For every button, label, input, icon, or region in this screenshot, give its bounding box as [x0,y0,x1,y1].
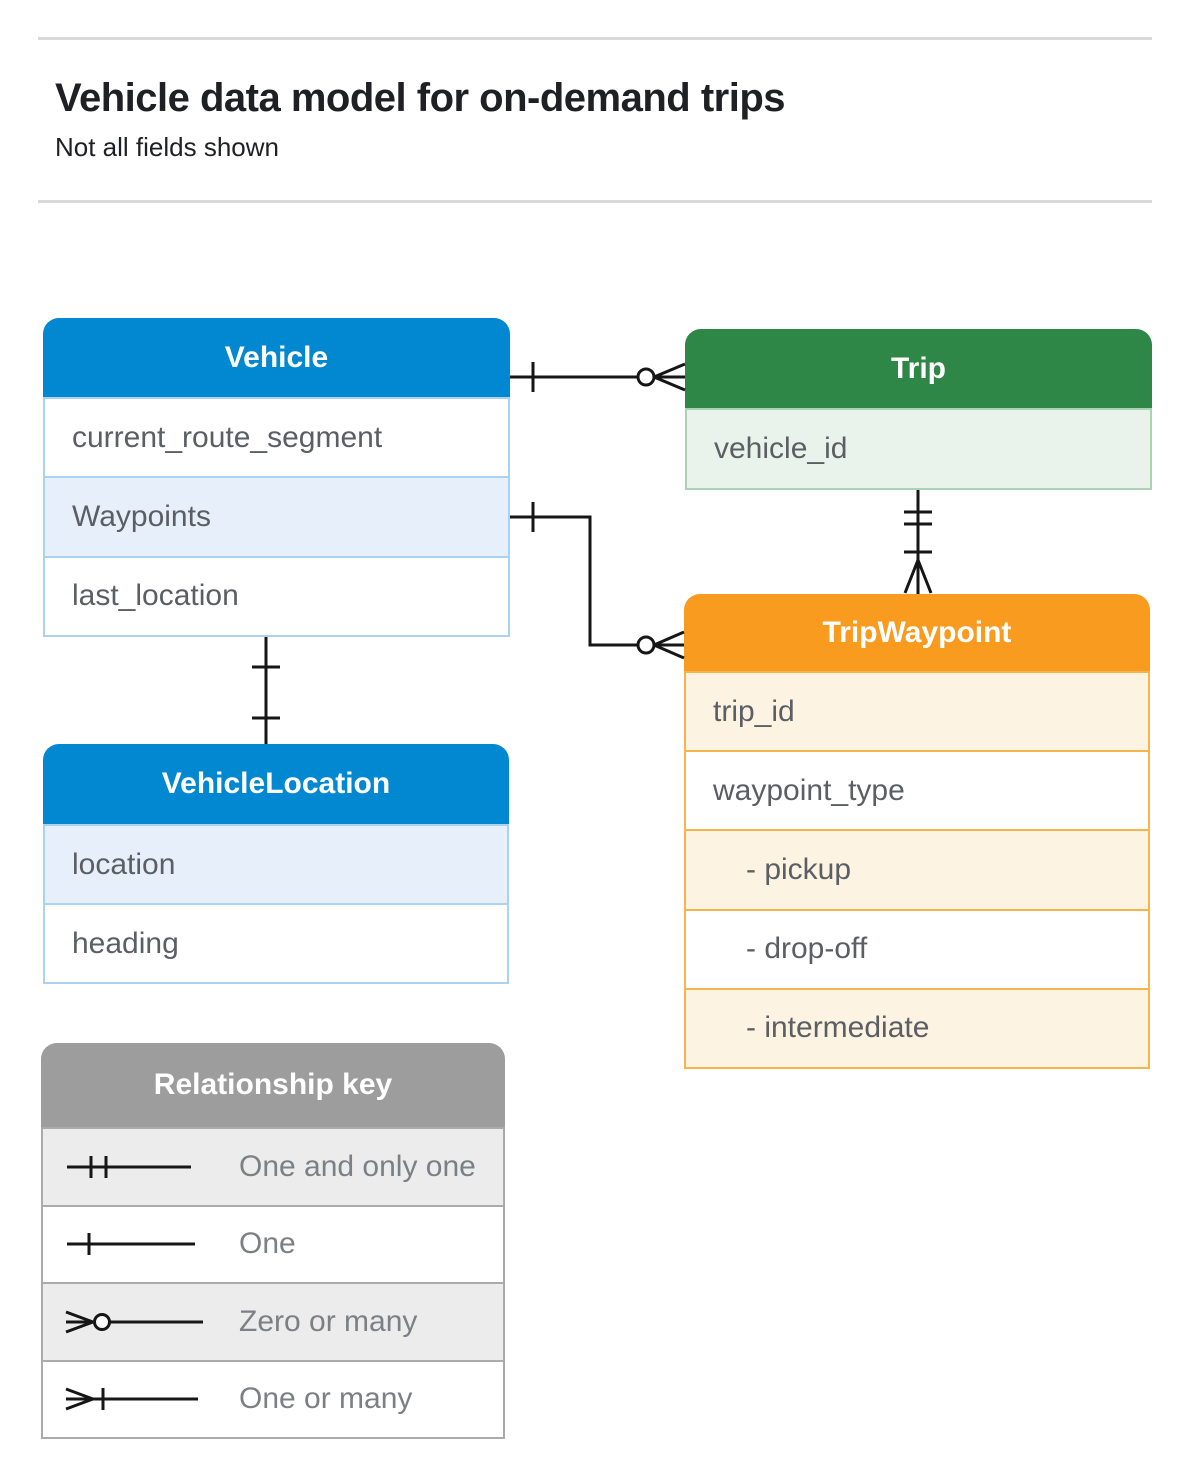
entity-vehicle-fields: current_route_segment Waypoints last_loc… [43,397,510,637]
field-waypoints: Waypoints [45,476,508,556]
entity-vehicle: Vehicle current_route_segment Waypoints … [43,318,510,637]
entity-trip: Trip vehicle_id [685,329,1152,490]
page-subtitle: Not all fields shown [55,132,279,162]
legend-label: One and only one [239,1149,476,1183]
one-and-only-one-icon [67,1155,191,1178]
entity-trip-waypoint-title: TripWaypoint [684,594,1150,671]
entity-vehicle-location: VehicleLocation location heading [43,744,509,984]
connector-vehicle-vehiclelocation [252,637,280,744]
entity-trip-title: Trip [685,329,1152,408]
one-icon [67,1233,195,1256]
field-current-route-segment: current_route_segment [45,399,508,477]
one-or-many-icon [65,1387,198,1411]
zero-or-many-icon [65,1310,203,1334]
divider-bottom [38,200,1152,203]
entity-trip-waypoint: TripWaypoint trip_id waypoint_type - pic… [684,594,1150,1069]
field-vehicle-id: vehicle_id [687,410,1150,488]
entity-vehicle-title: Vehicle [43,318,510,397]
legend-item-one-or-many: One or many [43,1359,503,1437]
field-value-drop-off: - drop-off [686,908,1148,988]
connector-vehicle-trip [510,362,686,392]
field-location: location [45,826,507,903]
legend-label: One [239,1227,296,1261]
entity-vehicle-location-title: VehicleLocation [43,744,509,824]
divider-top [38,37,1152,40]
connector-trip-tripwaypoint [903,490,933,594]
field-value-pickup: - pickup [686,829,1148,909]
field-last-location: last_location [45,555,508,635]
entity-vehicle-location-fields: location heading [43,824,509,984]
field-waypoint-type: waypoint_type [686,750,1148,830]
legend-item-one: One [43,1204,503,1282]
field-value-intermediate: - intermediate [686,987,1148,1068]
legend-label: Zero or many [239,1304,418,1338]
legend-label: One or many [239,1382,413,1416]
entity-trip-waypoint-fields: trip_id waypoint_type - pickup - drop-of… [684,671,1150,1069]
entity-trip-fields: vehicle_id [685,408,1152,490]
field-trip-id: trip_id [686,673,1148,751]
field-heading: heading [45,903,507,982]
relationship-key-rows: One and only one One Zero or many One or… [41,1127,505,1439]
page-title: Vehicle data model for on-demand trips [55,76,786,120]
relationship-key-title: Relationship key [41,1043,505,1127]
relationship-key: Relationship key One and only one One Ze… [41,1043,505,1439]
legend-item-one-and-only-one: One and only one [43,1129,503,1205]
connector-waypoints-tripwaypoint [510,502,685,660]
legend-item-zero-or-many: Zero or many [43,1282,503,1360]
